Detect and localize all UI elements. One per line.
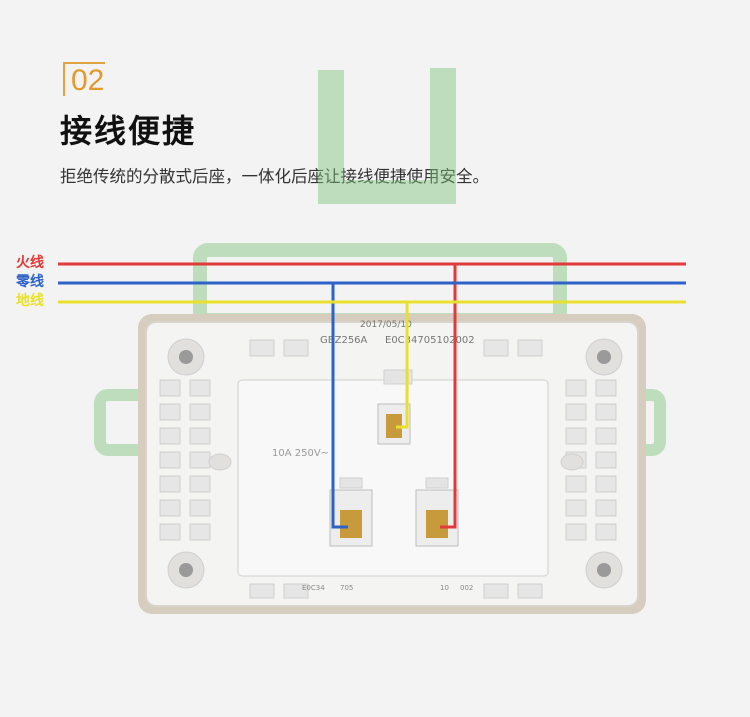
socket-code: E0C34705102002	[385, 335, 475, 346]
terminal-live	[415, 489, 459, 547]
neutral-wire	[58, 281, 686, 529]
screw-holes	[167, 338, 623, 589]
watermark	[94, 68, 666, 456]
section-number: 02	[63, 62, 105, 97]
socket-plate	[138, 314, 646, 614]
live-wire	[58, 262, 686, 529]
earth-wire	[58, 300, 686, 429]
socket-rating: 10A 250V~	[272, 448, 329, 459]
wire-label-neutral: 零线	[16, 274, 44, 290]
terminal-earth	[377, 403, 411, 445]
socket-model: GBZ256A	[320, 335, 368, 346]
bottom-code-2: 705	[340, 584, 353, 592]
wires	[58, 262, 686, 529]
bottom-code-4: 002	[460, 584, 473, 592]
bottom-code-1: E0C34	[302, 584, 325, 592]
wire-label-earth: 地线	[16, 293, 44, 309]
page-title: 接线便捷	[60, 112, 197, 150]
wire-label-live: 火线	[16, 255, 44, 271]
terminal-neutral	[329, 489, 373, 547]
page-description: 拒绝传统的分散式后座，一体化后座让接线便捷使用安全。	[60, 167, 489, 186]
bottom-code-3: 10	[440, 584, 449, 592]
socket-date: 2017/05/10	[360, 320, 412, 330]
